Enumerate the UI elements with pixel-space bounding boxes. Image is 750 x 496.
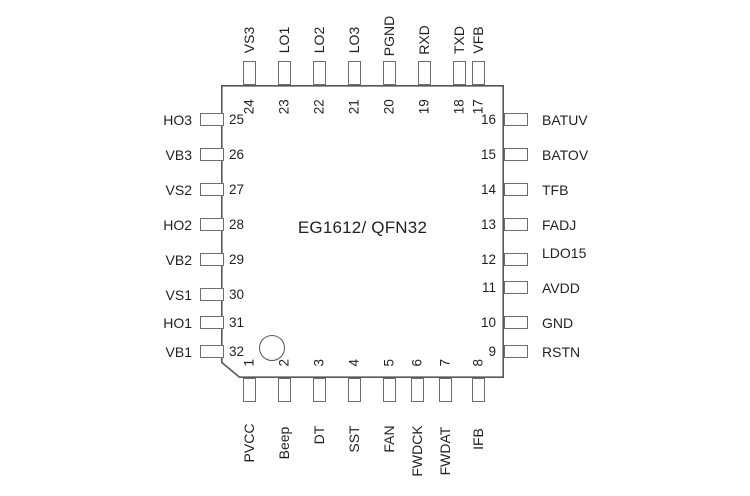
lead-pin-32 — [200, 345, 224, 358]
lead-pin-30 — [200, 288, 224, 301]
lead-pin-26 — [200, 148, 224, 161]
signal-label-fan: FAN — [381, 425, 397, 453]
lead-pin-28 — [200, 218, 224, 231]
pin-number-29: 29 — [229, 252, 245, 267]
signal-label-ho3: HO3 — [163, 112, 192, 128]
signal-label-vs2: VS2 — [165, 182, 192, 198]
signal-label-fadj: FADJ — [542, 217, 577, 233]
lead-pin-20 — [383, 61, 396, 85]
signal-label-tfb: TFB — [542, 182, 569, 198]
signal-label-vs3: VS3 — [241, 26, 257, 54]
signal-label-vb3: VB3 — [165, 147, 192, 163]
pin-number-3: 3 — [311, 359, 327, 367]
signal-label-ldo15: LDO15 — [542, 245, 587, 261]
signal-label-lo1: LO1 — [276, 26, 292, 54]
pin-number-13: 13 — [480, 217, 496, 232]
signal-label-vs1: VS1 — [165, 287, 192, 303]
signal-label-fwdck: FWDCK — [409, 425, 425, 477]
lead-pin-10 — [504, 316, 528, 329]
pin-number-26: 26 — [229, 147, 245, 162]
pin-number-31: 31 — [229, 315, 245, 330]
lead-pin-9 — [504, 345, 528, 358]
pin-number-1: 1 — [241, 359, 257, 367]
signal-label-fwdat: FWDAT — [437, 426, 453, 476]
signal-label-txd: TXD — [451, 26, 467, 54]
signal-label-lo3: LO3 — [346, 26, 362, 54]
pin-number-11: 11 — [481, 280, 496, 295]
lead-pin-15 — [504, 148, 528, 161]
signal-label-sst: SST — [346, 425, 362, 453]
pin-number-2: 2 — [276, 359, 292, 367]
signal-label-batov: BATOV — [542, 147, 589, 163]
lead-pin-8 — [472, 378, 485, 402]
pin-number-7: 7 — [437, 359, 453, 367]
pin1-indicator-circle — [259, 335, 285, 361]
lead-pin-21 — [348, 61, 361, 85]
part-number-label: EG1612/ QFN32 — [297, 218, 428, 237]
lead-pin-16 — [504, 113, 528, 126]
lead-pin-25 — [200, 113, 224, 126]
lead-pin-14 — [504, 183, 528, 196]
lead-pin-29 — [200, 253, 224, 266]
lead-pin-5 — [383, 378, 396, 402]
pin-number-23: 23 — [276, 99, 292, 115]
pin-number-15: 15 — [480, 147, 496, 162]
lead-pin-24 — [243, 61, 256, 85]
pin-number-9: 9 — [488, 344, 496, 359]
signal-label-batuv: BATUV — [542, 112, 588, 128]
signal-label-ifb: IFB — [470, 428, 486, 450]
pin-number-14: 14 — [480, 182, 496, 197]
ic-pinout-diagram: EG1612/ QFN32 24 23 22 21 20 19 18 17 VS… — [163, 15, 589, 477]
lead-pin-11 — [504, 281, 528, 294]
pin-number-5: 5 — [381, 359, 397, 367]
signal-label-vb1: VB1 — [165, 344, 192, 360]
lead-pin-17 — [472, 61, 485, 85]
pin-number-16: 16 — [480, 112, 496, 127]
pin-number-25: 25 — [229, 112, 245, 127]
signal-label-vb2: VB2 — [165, 252, 192, 268]
lead-pin-6 — [411, 378, 424, 402]
pin-number-30: 30 — [229, 287, 245, 302]
lead-pin-19 — [418, 61, 431, 85]
lead-pin-1 — [243, 378, 256, 402]
lead-pin-3 — [313, 378, 326, 402]
pin-number-8: 8 — [470, 359, 486, 367]
pin-number-19: 19 — [416, 99, 432, 115]
signal-label-gnd: GND — [542, 315, 574, 331]
pin-number-6: 6 — [409, 359, 425, 367]
signal-label-rxd: RXD — [416, 25, 432, 55]
lead-pin-18 — [453, 61, 466, 85]
signal-label-ho2: HO2 — [163, 217, 192, 233]
lead-pin-22 — [313, 61, 326, 85]
lead-pin-12 — [504, 253, 528, 266]
signal-label-vfb: VFB — [470, 26, 486, 54]
pin-number-22: 22 — [311, 99, 327, 115]
pin-number-27: 27 — [229, 182, 245, 197]
signal-label-beep: Beep — [276, 426, 292, 460]
pin-number-20: 20 — [381, 99, 397, 115]
lead-pin-4 — [348, 378, 361, 402]
lead-pin-7 — [439, 378, 452, 402]
pin-number-32: 32 — [229, 344, 245, 359]
signal-label-avdd: AVDD — [542, 280, 580, 296]
signal-label-pgnd: PGND — [381, 15, 397, 57]
signal-label-pvcc: PVCC — [241, 423, 257, 463]
lead-pin-13 — [504, 218, 528, 231]
signal-label-rstn: RSTN — [542, 344, 581, 360]
lead-pin-27 — [200, 183, 224, 196]
pin-number-4: 4 — [346, 359, 362, 367]
pin-number-10: 10 — [480, 315, 496, 330]
signal-label-ho1: HO1 — [163, 315, 192, 331]
pin-number-21: 21 — [346, 99, 362, 115]
pin-number-12: 12 — [480, 252, 496, 267]
signal-label-dt: DT — [311, 425, 327, 445]
lead-pin-2 — [278, 378, 291, 402]
lead-pin-31 — [200, 316, 224, 329]
lead-pin-23 — [278, 61, 291, 85]
signal-label-lo2: LO2 — [311, 26, 327, 54]
pin-number-18: 18 — [451, 99, 467, 115]
pin-number-28: 28 — [229, 217, 245, 232]
